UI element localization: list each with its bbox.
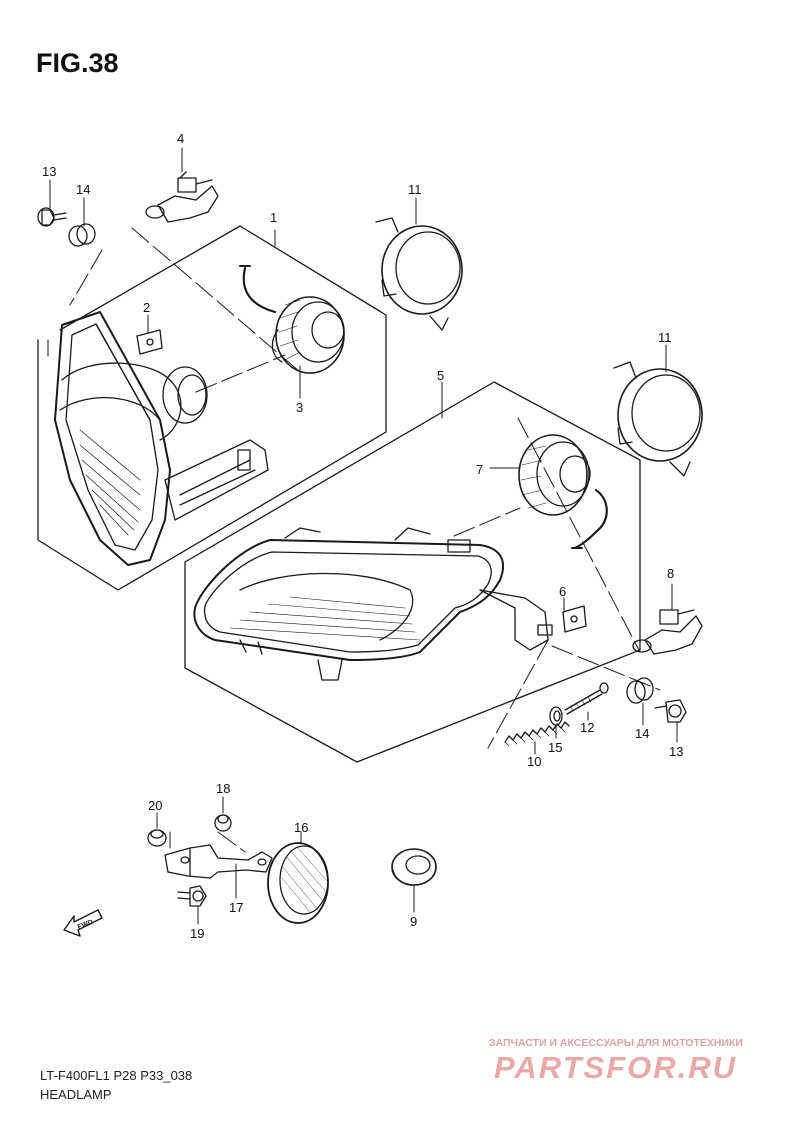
screw-part-13-left[interactable] — [37, 207, 67, 227]
callout-12: 12 — [580, 720, 594, 735]
spring-part-10[interactable] — [504, 721, 570, 747]
callout-3: 3 — [296, 400, 303, 415]
washer-part-15[interactable] — [549, 706, 563, 726]
socket-cover-part-3[interactable] — [239, 265, 345, 374]
assembly-lines — [47, 227, 661, 853]
model-code: LT-F400FL1 P28 P33_038 — [40, 1068, 193, 1083]
callout-19: 19 — [190, 926, 204, 941]
callout-6: 6 — [559, 584, 566, 599]
lock-ring-part-11-upper[interactable] — [375, 217, 463, 331]
callout-11-upper: 11 — [408, 182, 422, 197]
lock-ring-part-11-lower[interactable] — [613, 361, 703, 477]
nut-part-20[interactable] — [147, 829, 167, 847]
grommet-part-14-right[interactable] — [626, 677, 654, 704]
screw-part-13-right[interactable] — [654, 699, 687, 723]
bolt-part-19[interactable] — [177, 885, 207, 907]
section-name: HEADLAMP — [40, 1087, 112, 1102]
callout-14-right: 14 — [635, 726, 649, 741]
socket-cover-part-7[interactable] — [518, 434, 608, 550]
callout-2: 2 — [143, 300, 150, 315]
headlamp-assembly-right[interactable] — [184, 381, 641, 763]
bulb-part-4[interactable] — [145, 171, 219, 223]
fwd-arrow-icon: FWD — [63, 909, 103, 937]
adjust-screw-part-12[interactable] — [564, 682, 609, 715]
watermark-logo: PARTSFOR.RU — [494, 1050, 738, 1085]
bracket-part-17[interactable] — [164, 844, 273, 879]
grommet-part-14-left[interactable] — [68, 223, 96, 247]
figure-title: FIG.38 — [36, 48, 119, 78]
callout-labels: 1 2 3 4 5 6 7 8 9 10 11 11 12 13 13 14 1… — [42, 131, 683, 941]
clip-nut-part-6[interactable] — [562, 605, 587, 633]
bulb-part-8[interactable] — [632, 609, 703, 655]
nut-part-18[interactable] — [214, 814, 232, 832]
clip-nut-part-2[interactable] — [136, 329, 163, 355]
callout-1: 1 — [270, 210, 277, 225]
callout-20: 20 — [148, 798, 162, 813]
callout-15: 15 — [548, 740, 562, 755]
callout-4: 4 — [177, 131, 184, 146]
callout-10: 10 — [527, 754, 541, 769]
callout-8: 8 — [667, 566, 674, 581]
callout-9: 9 — [410, 914, 417, 929]
callout-5: 5 — [437, 368, 444, 383]
callout-14-left: 14 — [76, 182, 90, 197]
callout-16: 16 — [294, 820, 308, 835]
callout-17: 17 — [229, 900, 243, 915]
callout-13-left: 13 — [42, 164, 56, 179]
reflector-part-16[interactable] — [267, 842, 329, 924]
grommet-part-9[interactable] — [391, 848, 437, 886]
leader-lines — [49, 147, 678, 925]
headlamp-assembly-left[interactable] — [37, 225, 387, 591]
callout-7: 7 — [476, 462, 483, 477]
callout-18: 18 — [216, 781, 230, 796]
callout-11-lower: 11 — [658, 330, 672, 345]
watermark-tagline: ЗАПЧАСТИ И АКСЕССУАРЫ ДЛЯ МОТОТЕХНИКИ — [489, 1037, 743, 1049]
callout-13-right: 13 — [669, 744, 683, 759]
